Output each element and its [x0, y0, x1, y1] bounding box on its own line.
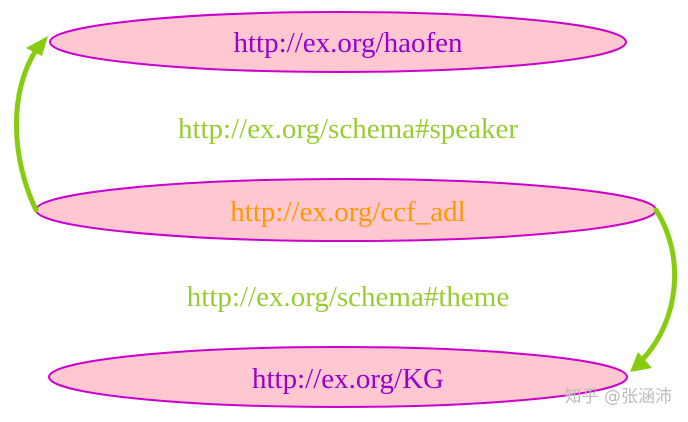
arrow-theme: [630, 207, 678, 372]
arrow-speaker-curve: [14, 47, 39, 213]
arrow-theme-curve: [639, 207, 678, 363]
node-kg-ellipse: [48, 346, 628, 408]
node-haofen: http://ex.org/haofen: [49, 11, 627, 73]
arrow-theme-head-icon: [630, 352, 652, 372]
watermark: 知乎 @张涵沛: [565, 387, 672, 407]
node-haofen-ellipse: [49, 11, 627, 73]
edge-speaker-label: http://ex.org/schema#speaker: [178, 113, 518, 145]
edge-theme-label: http://ex.org/schema#theme: [187, 281, 509, 313]
node-kg-label: http://ex.org/KG: [252, 363, 444, 395]
node-ccf-adl-label: http://ex.org/ccf_adl: [230, 196, 465, 228]
node-kg: http://ex.org/KG: [48, 346, 628, 408]
node-haofen-label: http://ex.org/haofen: [234, 27, 463, 59]
arrow-speaker-head-icon: [26, 36, 48, 56]
arrow-speaker: [14, 36, 48, 213]
node-ccf-adl: http://ex.org/ccf_adl: [35, 178, 657, 242]
